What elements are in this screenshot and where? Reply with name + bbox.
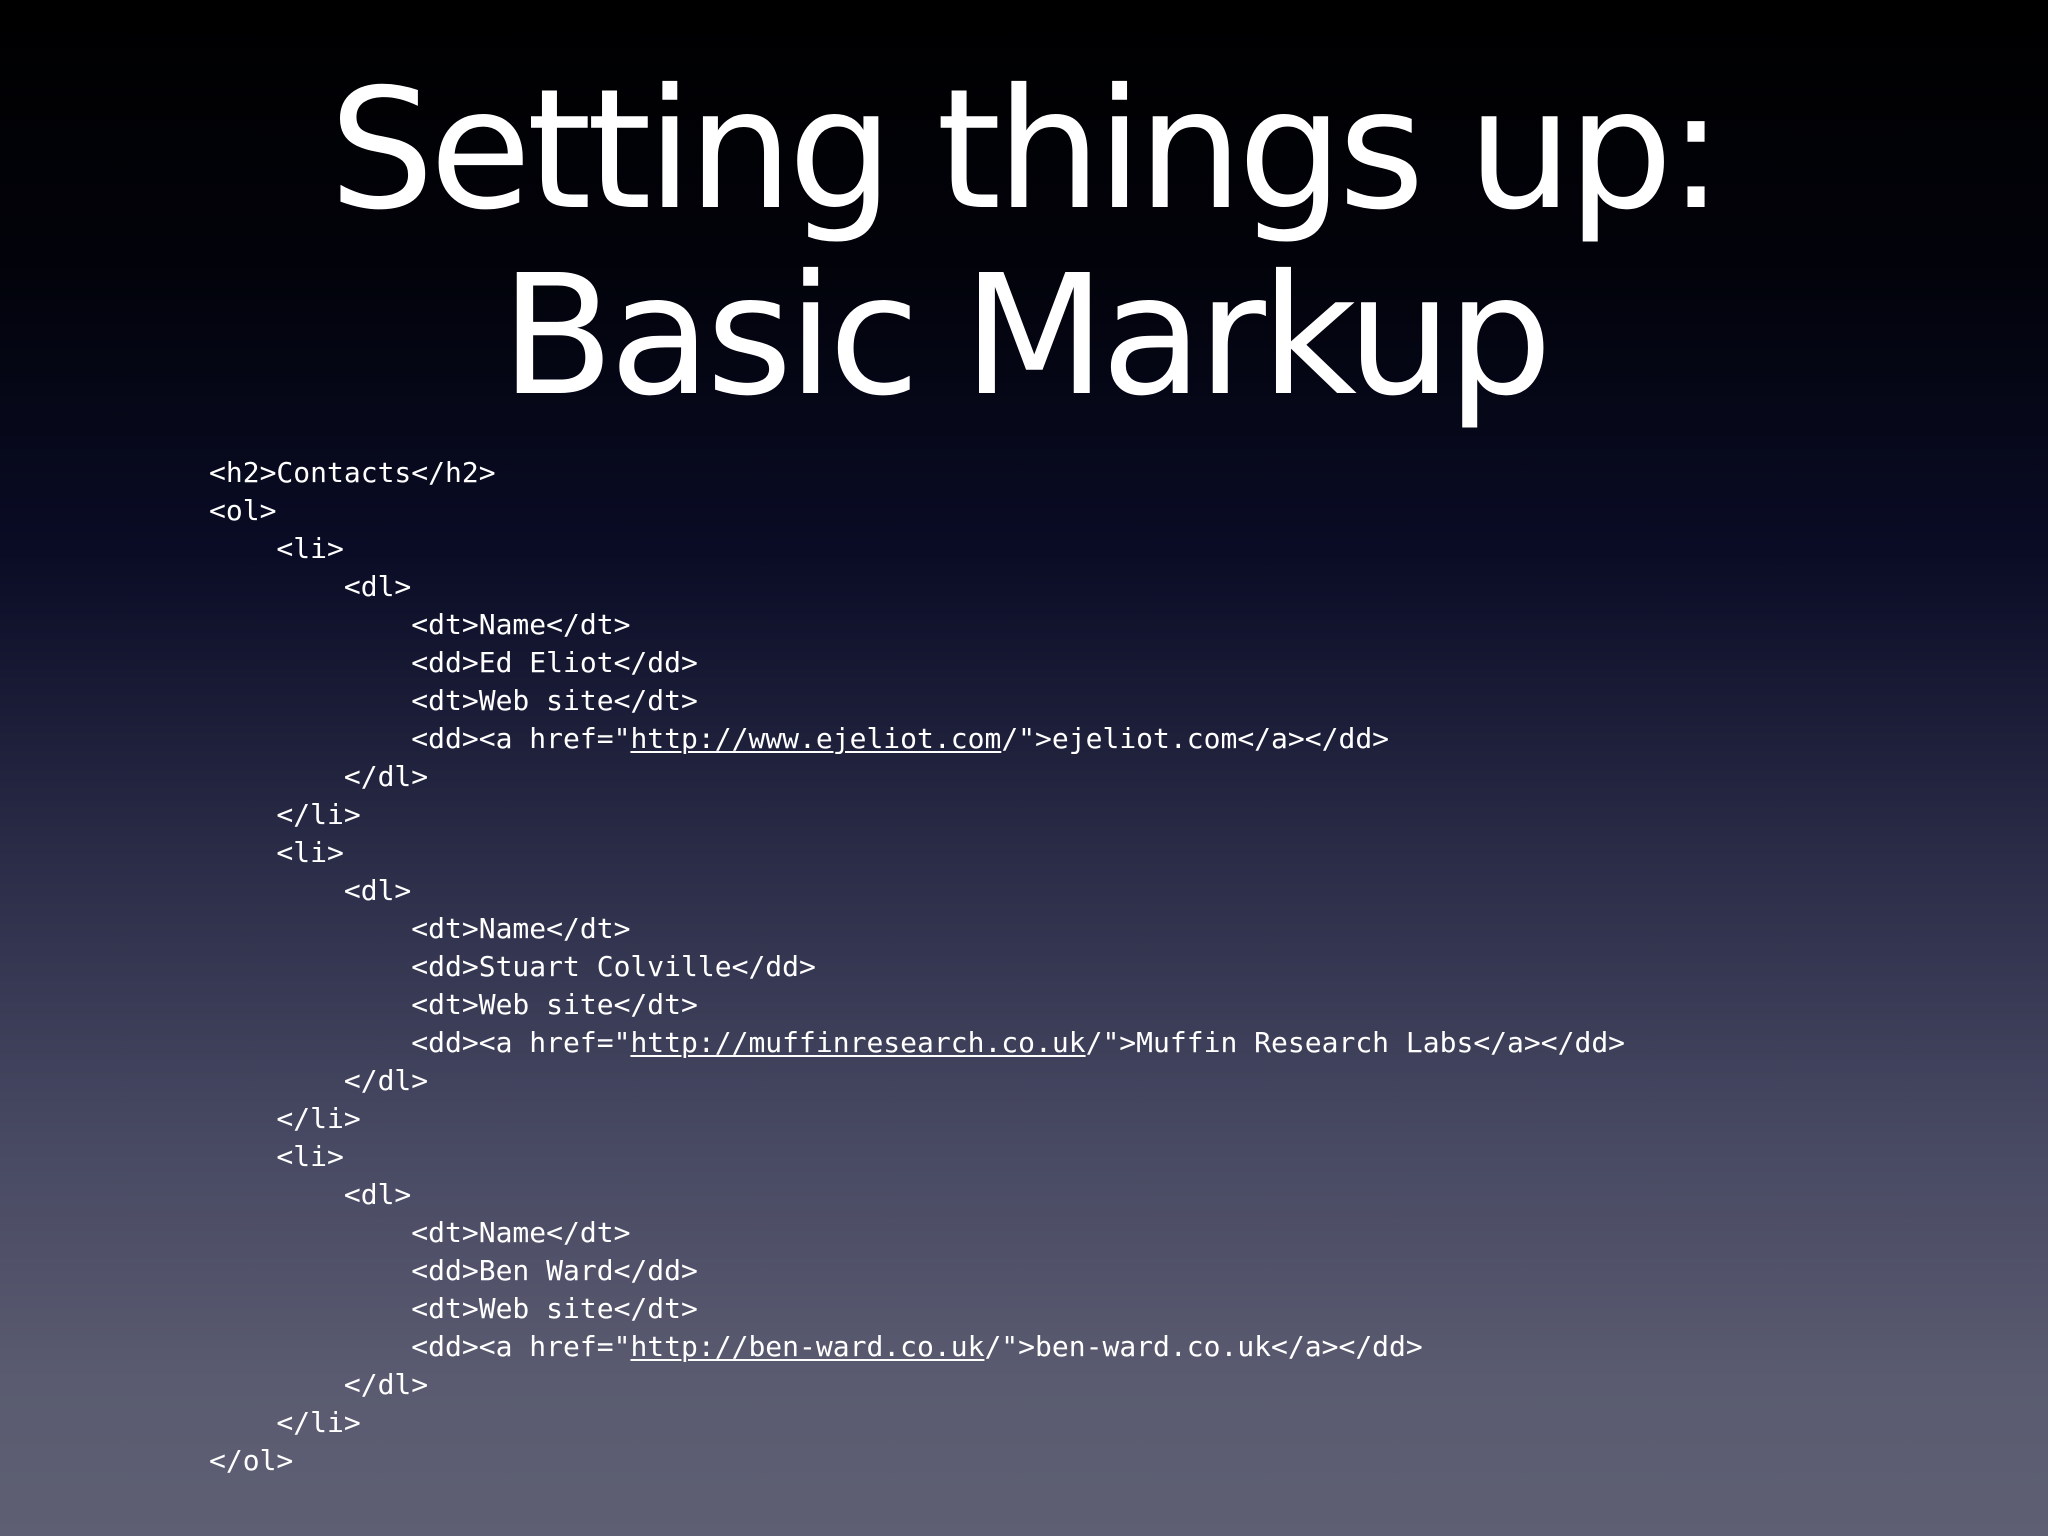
code-text: <dt>Web site</dt> [209,684,698,717]
code-text: <dd>Stuart Colville</dd> [209,950,816,983]
code-text: <dd>Ben Ward</dd> [209,1254,698,1287]
code-line: <dd>Ed Eliot</dd> [209,644,2009,682]
code-line: </li> [209,1404,2009,1442]
code-line: <li> [209,530,2009,568]
code-line: <dd><a href="http://www.ejeliot.com/">ej… [209,720,2009,758]
code-line: </ol> [209,1442,2009,1480]
code-text: <dl> [209,570,412,603]
code-line: <dt>Web site</dt> [209,682,2009,720]
code-line: <li> [209,1138,2009,1176]
code-text: <li> [209,532,344,565]
code-text: <dd><a href=" [209,1330,631,1363]
code-line: <ol> [209,492,2009,530]
code-line: <dt>Web site</dt> [209,1290,2009,1328]
code-text: </ol> [209,1444,294,1477]
code-line: </dl> [209,758,2009,796]
code-text: <li> [209,836,344,869]
code-line: <dd>Ben Ward</dd> [209,1252,2009,1290]
code-text: </dl> [209,1064,429,1097]
code-text: <dl> [209,874,412,907]
code-line: </li> [209,1100,2009,1138]
code-text: </li> [209,1102,361,1135]
code-text: /">Muffin Research Labs</a></dd> [1085,1026,1626,1059]
slide-title-line-1: Setting things up: [329,54,1724,247]
code-line: <dt>Name</dt> [209,606,2009,644]
slide-title-line-2: Basic Markup [500,240,1552,433]
slide-title: Setting things up: Basic Markup [0,58,2048,430]
code-text: <h2>Contacts</h2> [209,456,496,489]
code-text: <dt>Name</dt> [209,1216,631,1249]
code-line: <dd><a href="http://muffinresearch.co.uk… [209,1024,2009,1062]
code-text: <ol> [209,494,277,527]
code-line: <h2>Contacts</h2> [209,454,2009,492]
code-text: </dl> [209,760,429,793]
code-line: </li> [209,796,2009,834]
code-line: <dt>Web site</dt> [209,986,2009,1024]
code-text: <dt>Name</dt> [209,608,631,641]
code-text: </dl> [209,1368,429,1401]
code-text: <dd><a href=" [209,722,631,755]
code-url: http://ben-ward.co.uk [630,1330,985,1363]
code-text: <dt>Web site</dt> [209,1292,698,1325]
code-line: <dl> [209,568,2009,606]
code-url: http://www.ejeliot.com [630,722,1002,755]
code-text: /">ben-ward.co.uk</a></dd> [984,1330,1423,1363]
code-text: </li> [209,798,361,831]
code-line: <dd><a href="http://ben-ward.co.uk/">ben… [209,1328,2009,1366]
code-line: <dl> [209,1176,2009,1214]
code-line: <dl> [209,872,2009,910]
code-text: <dd><a href=" [209,1026,631,1059]
code-line: <dt>Name</dt> [209,910,2009,948]
code-text: <dt>Name</dt> [209,912,631,945]
code-text: /">ejeliot.com</a></dd> [1001,722,1390,755]
code-url: http://muffinresearch.co.uk [630,1026,1086,1059]
code-text: <dl> [209,1178,412,1211]
code-text: <dt>Web site</dt> [209,988,698,1021]
code-text: <dd>Ed Eliot</dd> [209,646,698,679]
code-line: <dt>Name</dt> [209,1214,2009,1252]
code-line: <dd>Stuart Colville</dd> [209,948,2009,986]
code-line: </dl> [209,1062,2009,1100]
code-block: <h2>Contacts</h2> <ol> <li> <dl> <dt>Name… [209,454,2009,1480]
code-line: </dl> [209,1366,2009,1404]
code-line: <li> [209,834,2009,872]
code-text: <li> [209,1140,344,1173]
code-text: </li> [209,1406,361,1439]
